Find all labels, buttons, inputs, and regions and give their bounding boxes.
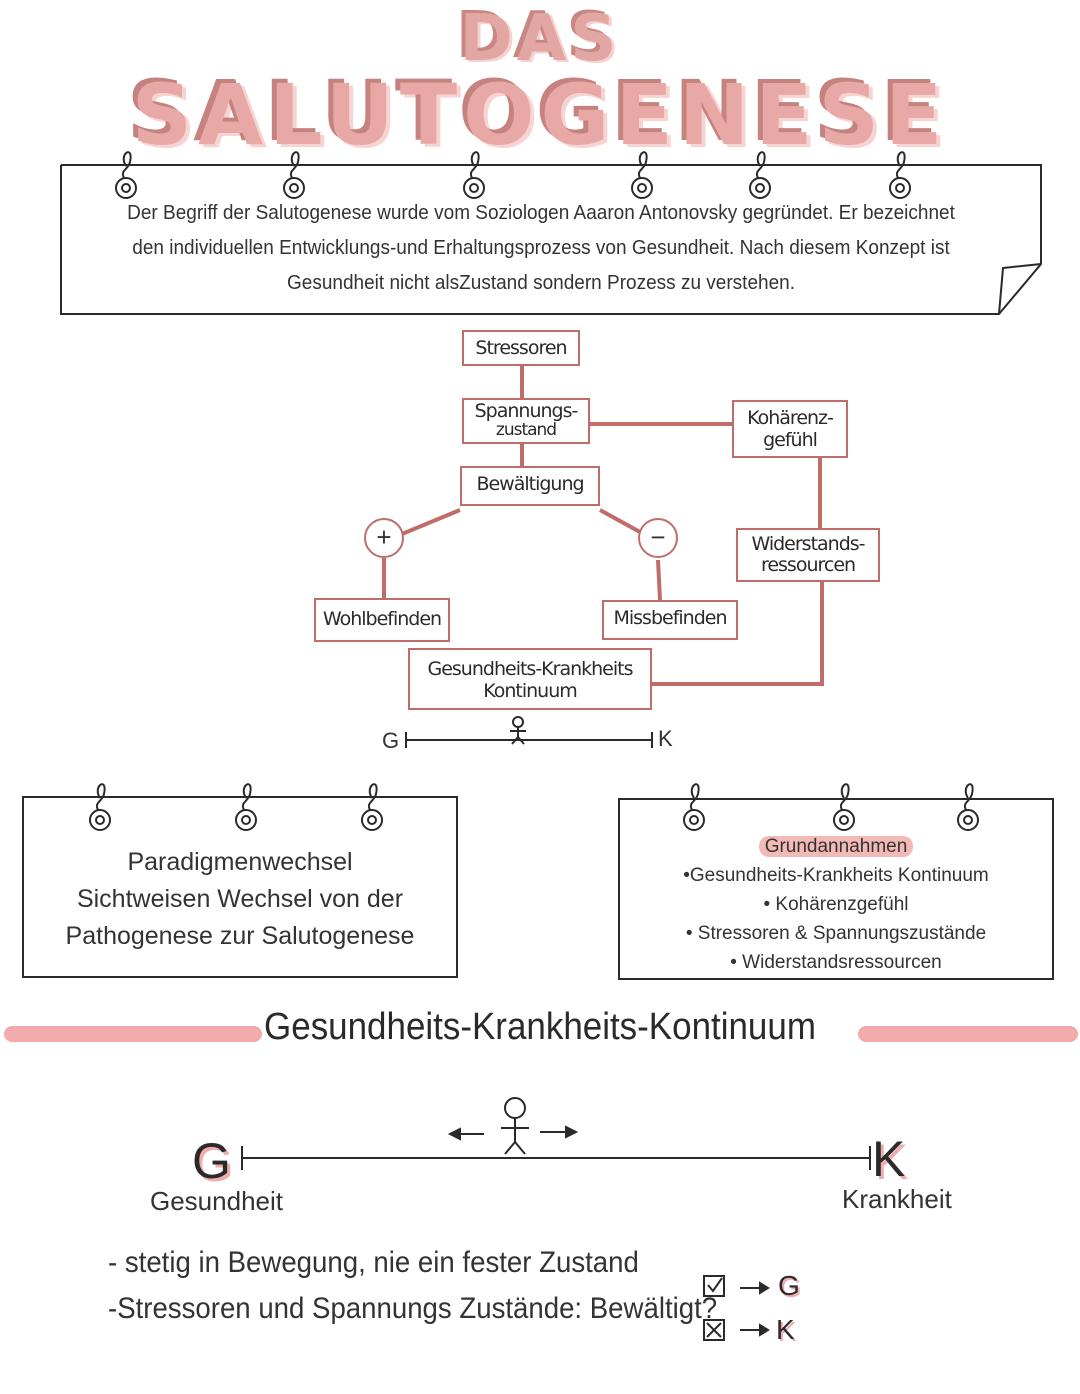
check-cross-legend [703,1275,770,1341]
node-widerstand-line-1: Widerstands- [751,533,865,555]
paradigm-note: Paradigmenwechsel Sichtweisen Wechsel vo… [22,796,458,978]
minus-icon: − [638,518,678,558]
intro-note: Der Begriff der Salutogenese wurde vom S… [60,164,1042,316]
ring-icon [115,151,137,199]
node-bewaeltigung-label: Bewältigung [476,473,584,495]
intro-line-1: Der Begriff der Salutogenese wurde vom S… [127,202,955,224]
grundannahmen-item: • Widerstandsressourcen [730,952,942,973]
intro-binder-rings [115,151,911,199]
ring-icon [957,783,979,831]
ring-icon [361,783,383,831]
ring-icon [889,151,911,199]
node-kontinuum-line-1: Gesundheits-Krankheits [427,658,634,680]
ring-icon [463,151,485,199]
node-kohaerenzgefuehl: Kohärenz- gefühl [732,400,848,458]
grundannahmen-text: Grundannahmen •Gesundheits-Krankheits Ko… [620,832,1052,977]
continuum-k-letter: K [872,1131,906,1187]
ring-icon [749,151,771,199]
node-kohaerenz-line-2: gefühl [763,429,818,451]
node-kohaerenz-line-1: Kohärenz- [747,407,834,429]
checkbox-crossed-icon [703,1319,725,1341]
node-wohlbefinden-label: Wohlbefinden [322,608,442,630]
intro-note-frame [60,164,1042,315]
ring-icon [283,151,305,199]
paradigm-text: Paradigmenwechsel Sichtweisen Wechsel vo… [24,844,456,955]
node-spannungszustand: Spannungs- zustand [462,398,590,444]
section-bar-right [858,1026,1078,1042]
node-spannung-line-1: Spannungs- [474,400,579,422]
paradigm-line-3: Pathogenese zur Salutogenese [65,922,415,950]
ring-icon [89,783,111,831]
checkbox-checked-icon [703,1275,725,1297]
continuum-g-letter: G [192,1133,231,1189]
section-bar-left [4,1026,262,1042]
node-missbefinden-label: Missbefinden [613,607,727,629]
continuum-axis [241,1097,871,1170]
grundannahmen-binder-rings [683,783,979,831]
intro-text: Der Begriff der Salutogenese wurde vom S… [103,196,979,301]
grundannahmen-item: • Stressoren & Spannungszustände [685,923,987,944]
continuum-g-label: Gesundheit [150,1186,283,1216]
node-wohlbefinden: Wohlbefinden [314,598,450,642]
stick-figure-icon [501,1097,529,1155]
grundannahmen-note: Grundannahmen •Gesundheits-Krankheits Ko… [618,798,1054,980]
result-yes-letter: G [778,1270,800,1301]
continuum-k-label: Krankheit [842,1184,952,1214]
arrow-right-icon [540,1125,579,1139]
grundannahmen-item: •Gesundheits-Krankheits Kontinuum [683,865,989,886]
node-widerstand-line-2: ressourcen [760,554,856,576]
result-no-letter: K [776,1314,795,1345]
node-spannung-line-2: zustand [495,420,557,440]
diagram-g-label: G [382,728,400,753]
ring-icon [235,783,257,831]
node-kontinuum: Gesundheits-Krankheits Kontinuum [408,648,652,710]
node-missbefinden: Missbefinden [602,600,738,640]
node-bewaeltigung: Bewältigung [460,466,600,506]
grundannahmen-title: Grundannahmen [758,836,914,857]
arrow-right-icon [740,1323,770,1337]
plus-icon: + [364,518,404,558]
node-kontinuum-line-2: Kontinuum [483,680,578,702]
arrow-right-icon [740,1281,770,1295]
continuum-bullet-2: -Stressoren und Spannungs Zustände: Bewä… [108,1292,718,1325]
paradigm-line-2: Sichtweisen Wechsel von der [76,885,404,913]
arrow-left-icon [447,1127,484,1141]
grundannahmen-item: • Kohärenzgefühl [763,894,909,915]
ring-icon [833,783,855,831]
stick-figure-icon [510,716,526,745]
continuum-bullet-1: - stetig in Bewegung, nie ein fester Zus… [108,1246,639,1279]
intro-line-3: Gesundheit nicht alsZustand sondern Proz… [286,272,796,294]
diagram-k-label: K [658,726,673,751]
node-stressoren: Stressoren [462,330,580,366]
ring-icon [631,151,653,199]
paradigm-binder-rings [89,783,383,831]
paradigm-line-1: Paradigmenwechsel [127,848,353,876]
intro-line-2: den individuellen Entwicklungs-und Erhal… [132,237,950,259]
section-title: Gesundheits-Krankheits-Kontinuum [264,1006,816,1048]
title-line-1: DAS [459,2,621,76]
ring-icon [683,783,705,831]
node-stressoren-label: Stressoren [475,337,567,359]
node-widerstandsressourcen: Widerstands- ressourcen [736,528,880,582]
diagram-connectors [382,364,824,748]
